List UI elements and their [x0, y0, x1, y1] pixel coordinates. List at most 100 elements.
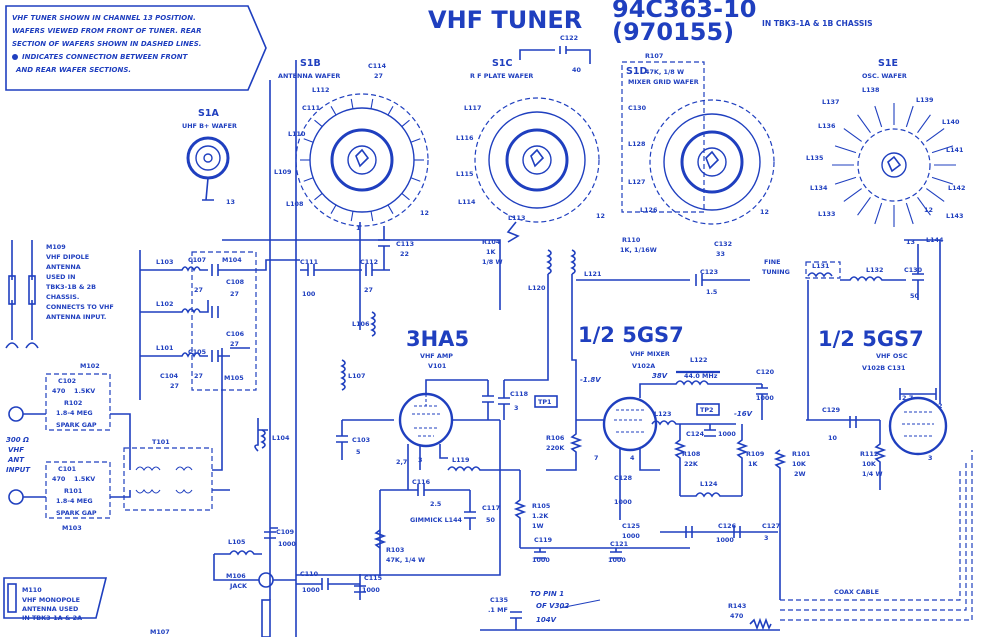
svg-text:12: 12 [596, 212, 605, 220]
r112-power: 1/4 W [862, 470, 883, 478]
connection-dot-icon [12, 54, 18, 60]
c120-ref: C120 [756, 368, 775, 376]
wafer-s1c-id: S1C [492, 58, 512, 69]
r104-power: 1/8 W [482, 258, 503, 266]
l120-ref: L120 [528, 284, 546, 292]
svg-text:L141: L141 [946, 146, 963, 154]
tp1-label: TP1 [538, 398, 552, 406]
c128-value: 1000 [614, 498, 632, 506]
wafer-contact [905, 202, 914, 225]
r104-ref: R104 [482, 238, 501, 246]
svg-text:L139: L139 [916, 96, 934, 104]
c101-value: 470 [52, 475, 66, 483]
c102-value: 470 [52, 387, 66, 395]
v102a-ref: V102A [632, 362, 655, 370]
wafer-contact [330, 204, 337, 214]
wafer-s1b-name: ANTENNA WAFER [278, 72, 340, 80]
svg-text:L133: L133 [818, 210, 835, 218]
c121-value: 1000 [608, 556, 626, 564]
v101-ref: V101 [428, 362, 446, 370]
c126-value: 1000 [716, 536, 734, 544]
v101-function: VHF AMP [420, 352, 453, 360]
svg-text:L114: L114 [458, 198, 476, 206]
c124-value: 1000 [718, 430, 736, 438]
wafer-contact [905, 105, 914, 128]
r112-ref: R112 [860, 450, 878, 458]
m105-ref: M105 [224, 374, 244, 382]
r103-value: 47K, 1/4 W [386, 556, 425, 564]
svg-text:L112: L112 [312, 86, 329, 94]
fine-tuning-line-1: FINE [764, 258, 780, 266]
m106-ref: M106 [226, 572, 246, 580]
wafer-contact [926, 128, 945, 142]
svg-text:L113: L113 [508, 214, 525, 222]
c108-ref: C108 [226, 278, 245, 286]
v101-type: 3HA5 [406, 327, 469, 351]
svg-text:L143: L143 [946, 212, 963, 220]
c116-ref: C116 [412, 478, 431, 486]
wafer-contact [917, 197, 931, 216]
wafer-s1e: S1E OSC. WAFER L138 L137 L139 L140 L136 … [806, 58, 965, 246]
c115-ref: C115 [364, 574, 382, 582]
minus-1v-label: -1.8V [580, 376, 601, 384]
m102-ref: M102 [80, 362, 100, 370]
wafer-s1a-id: S1A [198, 108, 219, 119]
c105-ref: C105 [188, 348, 206, 356]
wafer-contact [410, 138, 421, 143]
wafer-contact [401, 119, 410, 127]
c119-ref: C119 [534, 536, 553, 544]
svg-text:2,7: 2,7 [396, 458, 407, 466]
m106-label: JACK [229, 582, 248, 590]
wafer-contact [926, 188, 945, 202]
wafer-s1d-name: MIXER GRID WAFER [628, 78, 699, 86]
wafer-contact [330, 106, 337, 116]
m109-line-2: ANTENNA [46, 263, 81, 271]
c113-ref: C113 [396, 240, 414, 248]
c108-value: 27 [230, 290, 239, 298]
input-line-2: VHF [8, 446, 24, 454]
c117-ref: C117 [482, 504, 500, 512]
c122-value: 40 [572, 66, 581, 74]
l124-ref: L124 [700, 480, 718, 488]
svg-text:L115: L115 [456, 170, 473, 178]
antenna-input-section: M102 C102 470 1.5KV R102 1.8-4 MEG SPARK… [6, 348, 230, 532]
c116-value: 2.5 [430, 500, 441, 508]
c118-ref: C118 [510, 390, 529, 398]
svg-text:L136: L136 [818, 122, 836, 130]
r110-value: 1K, 1/16W [620, 246, 657, 254]
l107-ref: L107 [348, 372, 365, 380]
wafer-s1b-id: S1B [300, 58, 321, 69]
v102b-function: VHF OSC [876, 352, 908, 360]
wafer-s1b: S1B ANTENNA WAFER C114 27 L112 C111 L110… [274, 58, 429, 232]
input-line-3: ANT [7, 456, 25, 464]
c109-ref: C109 [276, 528, 295, 536]
wafer-contact [834, 145, 857, 154]
svg-text:3: 3 [928, 454, 932, 462]
wafer-s1e-id: S1E [878, 58, 898, 69]
tube-v102b: 1/2 5GS7 VHF OSC V102B C131 2.7 C129 10 … [773, 327, 948, 600]
m103-ref: M103 [62, 524, 82, 532]
svg-text:7: 7 [594, 454, 598, 462]
l123-ref: L123 [654, 410, 671, 418]
c135-value: .1 MF [488, 606, 508, 614]
tube-v101: 3HA5 VHF AMP V101 2,7 3 C118 3 L119 C116… [373, 327, 529, 575]
wafer-contact [931, 176, 954, 185]
c104-value: 27 [170, 382, 179, 390]
l121-ref: L121 [584, 270, 601, 278]
bottom-network: R105 1.2K 1W C119 1000 C121 1000 C125 10… [480, 450, 973, 631]
wafer-contact [303, 138, 314, 143]
svg-text:2: 2 [938, 402, 942, 410]
m109-ref: M109 [46, 243, 66, 251]
t101-ref: T101 [152, 438, 170, 446]
c101-ref: C101 [58, 465, 76, 473]
wafer-contact [410, 177, 421, 182]
c123-ref: C123 [700, 268, 718, 276]
wafer-contact [350, 211, 354, 222]
notes-box: VHF TUNER SHOWN IN CHANNEL 13 POSITION. … [5, 5, 267, 91]
svg-text:L142: L142 [948, 184, 965, 192]
svg-text:L135: L135 [806, 154, 823, 162]
r106-ref: R106 [546, 434, 565, 442]
svg-text:L109: L109 [274, 168, 292, 176]
r105-ref: R105 [532, 502, 550, 510]
